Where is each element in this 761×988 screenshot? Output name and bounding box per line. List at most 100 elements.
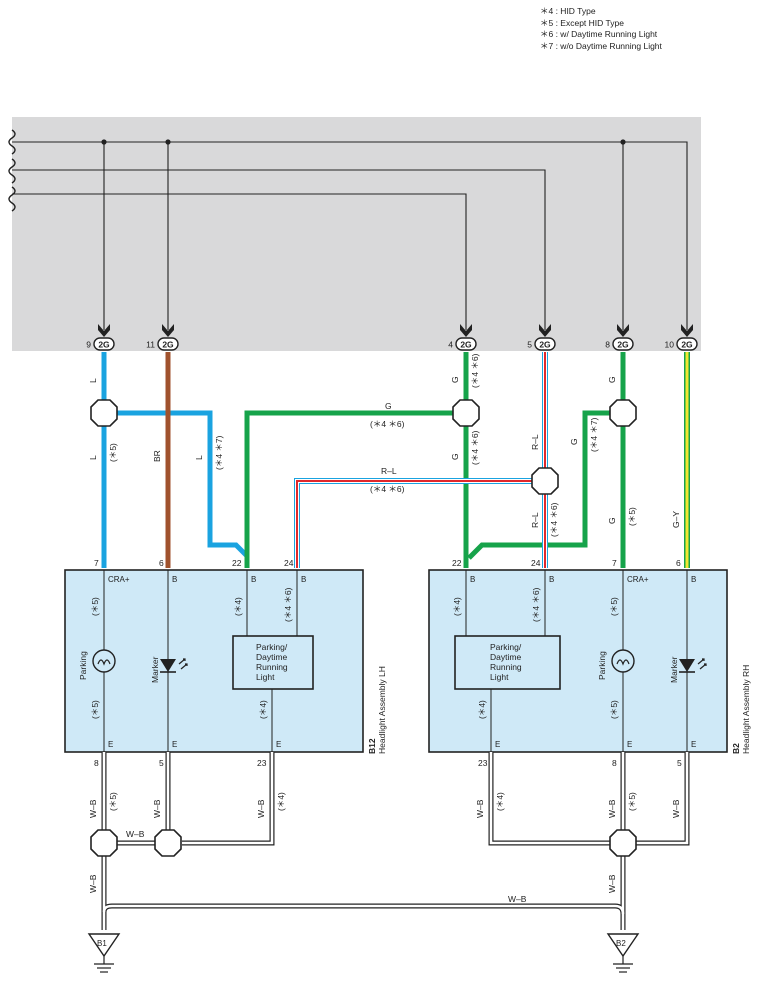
pin-number: 8: [612, 758, 617, 768]
wire-label: G: [607, 376, 617, 383]
break-mark: [8, 129, 16, 155]
wire-label: G: [607, 517, 617, 524]
pin-name: B: [691, 575, 696, 584]
pin-name: E: [627, 740, 632, 749]
wire-R-L: [294, 352, 548, 568]
pin-name: B: [470, 575, 475, 584]
splice-dots: [101, 139, 626, 145]
wire-label: L: [88, 455, 98, 460]
pin-number: 9: [86, 340, 91, 350]
drl-label: Light: [256, 672, 275, 682]
wire-label: BR: [152, 450, 162, 462]
pin-number: 22: [452, 558, 462, 568]
break-mark: [8, 186, 16, 212]
wire-note: (＊4): [276, 792, 286, 811]
wire-label: W–B: [508, 894, 527, 904]
wire-note: (＊4 ＊6): [370, 484, 405, 494]
connector-badge: [157, 337, 179, 351]
pin-number: 23: [478, 758, 488, 768]
wire-label: G: [450, 376, 460, 383]
assembly-code: B2: [731, 743, 741, 754]
wire-G: [244, 352, 626, 568]
wire-label: W–B: [152, 799, 162, 818]
wire-note: (＊4 ＊7): [214, 435, 224, 470]
drl-label: Running: [256, 662, 288, 672]
wire-note: (＊5): [90, 597, 100, 616]
connector-badge: [612, 337, 634, 351]
pin-name: E: [276, 740, 281, 749]
legend-notes: ＊4 : HID Type ＊5 : Except HID Type ＊6 : …: [540, 6, 662, 52]
wire-label: R–L: [530, 512, 540, 528]
junction: [90, 399, 118, 427]
wire-note: (＊4 ＊6): [470, 353, 480, 388]
wire-note: (＊4 ＊6): [370, 419, 405, 429]
drl-label: Daytime: [490, 652, 521, 662]
wire-note: (＊4 ＊7): [589, 417, 599, 452]
pin-number: 5: [159, 758, 164, 768]
wire-note: (＊4 ＊6): [531, 587, 541, 622]
wire-label: W–B: [475, 799, 485, 818]
component-label: Marker: [669, 656, 679, 683]
pin-name: CRA+: [108, 575, 130, 584]
terminal-8: 2G8: [605, 324, 634, 351]
wire-note: (＊4): [495, 792, 505, 811]
wire-label: W–B: [607, 874, 617, 893]
ground-code: B1: [97, 939, 107, 948]
wire-W-B: [101, 752, 690, 930]
junction: [154, 829, 182, 857]
wire-label: W–B: [88, 874, 98, 893]
pin-name: B: [549, 575, 554, 584]
wire-label: G–Y: [671, 511, 681, 528]
drl-label: Running: [490, 662, 522, 672]
pin-number: 5: [677, 758, 682, 768]
junction: [531, 467, 559, 495]
wire-note: (＊5): [609, 700, 619, 719]
wire-note: (＊5): [627, 792, 637, 811]
pin-name: E: [108, 740, 113, 749]
bulb-icon: [611, 649, 635, 673]
assembly-name: Headlight Assembly RH: [741, 665, 751, 754]
junction: [90, 829, 118, 857]
pin-number: 7: [612, 558, 617, 568]
wire-label: W–B: [671, 799, 681, 818]
terminal-9: 2G9: [86, 324, 115, 351]
ground-B2: [606, 933, 640, 973]
ground-B1: [87, 933, 121, 973]
pin-number: 22: [232, 558, 242, 568]
drl-label: Light: [490, 672, 509, 682]
wire-note: (＊5): [627, 507, 637, 526]
rh-drl-box: [454, 635, 561, 690]
pin-name: E: [495, 740, 500, 749]
wire-label: W–B: [88, 799, 98, 818]
connector-code: 2G: [617, 340, 629, 350]
wire-label: W–B: [126, 829, 145, 839]
terminal-5: 2G5: [527, 324, 556, 351]
bulb-icon: [92, 649, 116, 673]
junction: [609, 829, 637, 857]
ground-code: B2: [616, 939, 626, 948]
assembly-code: B12: [367, 738, 377, 754]
wire-label: R–L: [530, 434, 540, 450]
wire-note: (＊5): [108, 443, 118, 462]
legend-note: ＊7 : w/o Daytime Running Light: [540, 40, 662, 51]
assembly-name: Headlight Assembly LH: [377, 666, 387, 754]
component-label: Parking: [597, 651, 607, 680]
wire-label: R–L: [381, 466, 397, 476]
wire-note: (＊4 ＊6): [283, 587, 293, 622]
legend-note: ＊6 : w/ Daytime Running Light: [540, 29, 658, 40]
pin-name: E: [691, 740, 696, 749]
pin-name: B: [172, 575, 177, 584]
pin-name: B: [251, 575, 256, 584]
legend-note: ＊5 : Except HID Type: [540, 17, 624, 28]
wire-note: (＊5): [609, 597, 619, 616]
drl-label: Parking/: [490, 642, 522, 652]
pin-number: 23: [257, 758, 267, 768]
connector-code: 2G: [460, 340, 472, 350]
pin-number: 11: [146, 340, 155, 350]
drl-label: Daytime: [256, 652, 287, 662]
pin-number: 5: [527, 340, 532, 350]
control-unit-box: [12, 117, 701, 351]
